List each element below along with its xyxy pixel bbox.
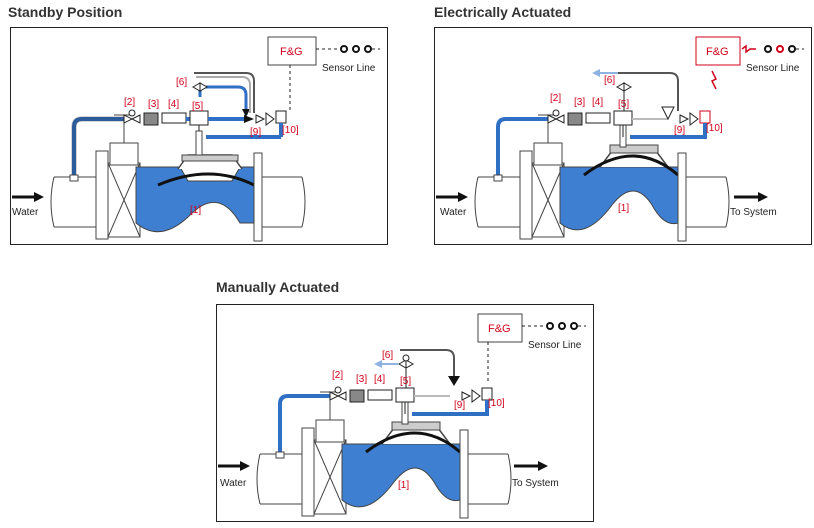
manual-label-4: [4] [374,374,385,385]
electric-label-10: [10] [706,123,723,134]
manual-label-1: [1] [398,480,409,491]
standby-label-9: [9] [250,127,261,138]
electric-label-6: [6] [604,75,615,86]
manual-label-6: [6] [382,350,393,361]
standby-fg-label: F&G [280,46,303,58]
standby-label-4: [4] [168,99,179,110]
standby-label-6: [6] [176,77,187,88]
manual-label-3: [3] [356,374,367,385]
standby-sensor-line: Sensor Line [322,63,376,74]
electric-water-label: Water [440,207,467,218]
electric-label-5: [5] [618,99,629,110]
electric-label-1: [1] [618,203,629,214]
standby-label-10: [10] [282,125,299,136]
manual-label-2: [2] [332,370,343,381]
manual-label-10: [10] [488,398,505,409]
electric-label-3: [3] [574,97,585,108]
standby-title: Standby Position [8,4,123,20]
manual-title: Manually Actuated [216,279,340,295]
standby-label-5: [5] [192,101,203,112]
standby-water-label: Water [12,207,39,218]
manual-label-5: [5] [400,376,411,387]
electric-label-4: [4] [592,97,603,108]
electric-fg-label: F&G [706,46,729,58]
manual-fg-label: F&G [488,323,511,335]
standby-label-3: [3] [148,99,159,110]
electric-to-system-label: To System [730,207,777,218]
electric-label-9: [9] [674,125,685,136]
manual-sensor-line: Sensor Line [528,340,582,351]
manual-water-label: Water [220,478,247,489]
electric-sensor-line: Sensor Line [746,63,800,74]
electric-title: Electrically Actuated [434,4,572,20]
manual-label-9: [9] [454,400,465,411]
manual-to-system-label: To System [512,478,559,489]
standby-label-2: [2] [124,97,135,108]
electric-label-2: [2] [550,93,561,104]
standby-label-1: [1] [190,205,201,216]
